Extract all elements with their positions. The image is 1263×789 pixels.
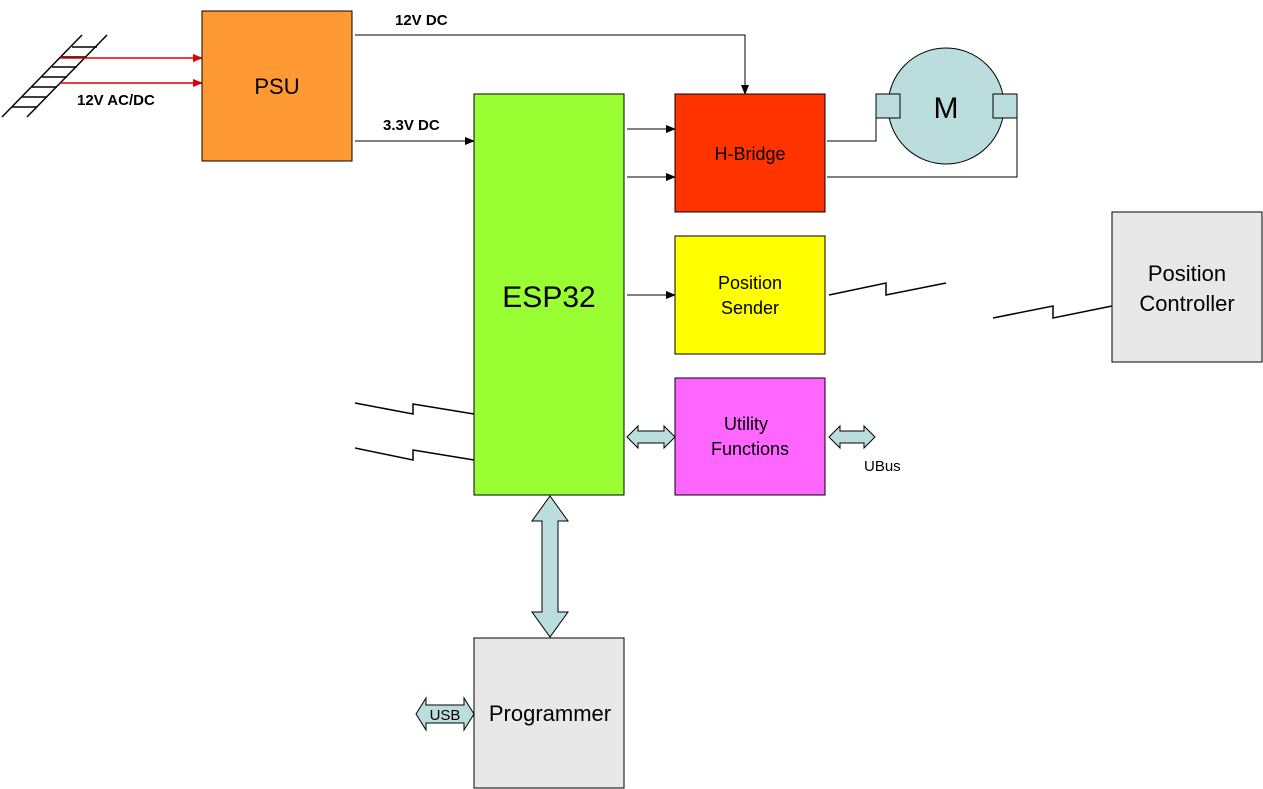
mains-connector-icon <box>1 34 108 118</box>
usb-label: USB <box>430 707 461 724</box>
motor-terminal-left <box>875 93 901 119</box>
psu-block <box>201 10 353 162</box>
power-input-arrows <box>60 54 203 87</box>
psu-label: PSU <box>254 74 299 99</box>
rail-3v3-label: 3.3V DC <box>383 117 440 134</box>
motor-label: M <box>934 92 959 125</box>
rail-12v-line <box>355 34 749 95</box>
esp32-label: ESP32 <box>502 281 595 314</box>
esp32-programmer-arrow <box>531 495 569 638</box>
ubus-label: UBus <box>864 458 901 475</box>
rail-12v-label: 12V DC <box>395 12 448 29</box>
position-controller-block <box>1111 211 1263 363</box>
programmer-block <box>473 637 625 789</box>
hbridge-label: H-Bridge <box>714 144 785 164</box>
position-controller-label-2: Controller <box>1139 291 1234 316</box>
ubus-arrow <box>828 424 876 450</box>
esp32-utility-bus-arrow <box>626 424 676 450</box>
motor-terminal-right <box>992 93 1018 119</box>
input-12v-label: 12V AC/DC <box>77 92 155 109</box>
position-sender-label-2: Sender <box>721 298 779 318</box>
programmer-label: Programmer <box>489 701 611 726</box>
wireless-link-1 <box>354 402 475 415</box>
wireless-link-sender <box>828 282 947 296</box>
wireless-link-2 <box>354 447 475 461</box>
position-controller-label-1: Position <box>1148 261 1226 286</box>
utility-functions-block <box>674 377 826 496</box>
position-sender-block <box>674 235 826 355</box>
utility-functions-label-2: Functions <box>711 439 789 459</box>
esp32-block <box>473 93 625 496</box>
utility-functions-label-1: Utility <box>724 414 768 434</box>
position-sender-label-1: Position <box>718 273 782 293</box>
hbridge-block <box>674 93 826 213</box>
wireless-link-controller <box>992 305 1113 319</box>
usb-arrow <box>415 696 475 732</box>
motor-wire-1 <box>827 118 877 142</box>
motor-wire-2 <box>827 118 1018 178</box>
